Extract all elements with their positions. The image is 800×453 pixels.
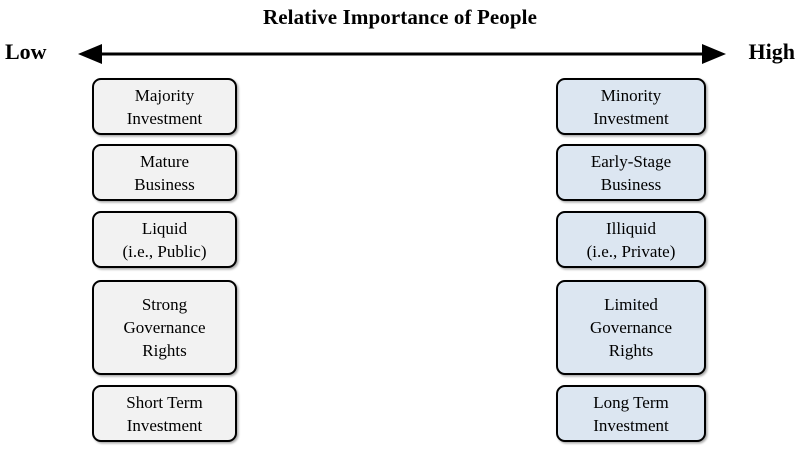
node-mature-business[interactable]: Mature Business <box>92 144 237 201</box>
node-limited-governance-rights[interactable]: Limited Governance Rights <box>556 280 706 375</box>
axis-label-high: High <box>748 39 795 64</box>
node-early-stage-business[interactable]: Early-Stage Business <box>556 144 706 201</box>
node-liquid-public[interactable]: Liquid (i.e., Public) <box>92 211 237 268</box>
node-long-term-investment[interactable]: Long Term Investment <box>556 385 706 442</box>
column-low-importance: Majority Investment Mature Business Liqu… <box>92 78 237 442</box>
node-strong-governance-rights[interactable]: Strong Governance Rights <box>92 280 237 375</box>
importance-axis: Low High <box>0 38 800 70</box>
node-minority-investment[interactable]: Minority Investment <box>556 78 706 135</box>
node-illiquid-private[interactable]: Illiquid (i.e., Private) <box>556 211 706 268</box>
double-headed-horizontal-arrow-icon <box>78 44 726 64</box>
diagram-title: Relative Importance of People <box>262 5 538 29</box>
column-high-importance: Minority Investment Early-Stage Business… <box>556 78 706 442</box>
node-majority-investment[interactable]: Majority Investment <box>92 78 237 135</box>
node-short-term-investment[interactable]: Short Term Investment <box>92 385 237 442</box>
axis-label-low: Low <box>5 39 47 64</box>
